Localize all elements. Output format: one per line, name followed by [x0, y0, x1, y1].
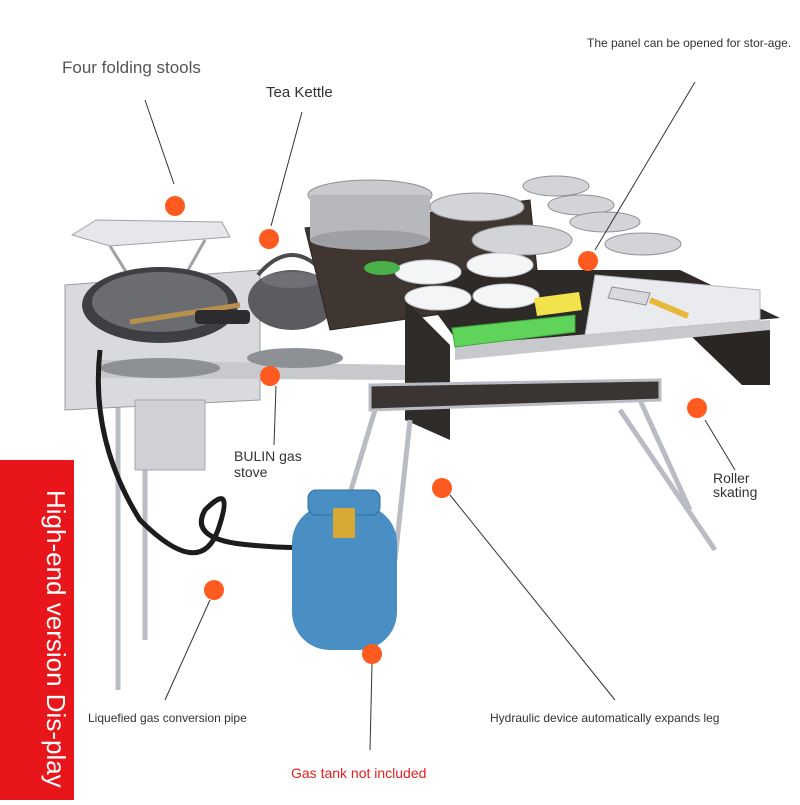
- bowls: [394, 252, 540, 311]
- marker-panel: [578, 251, 598, 271]
- marker-hydraulic: [432, 478, 452, 498]
- label-hydraulic-leg: Hydraulic device automatically expands l…: [490, 711, 720, 725]
- main-table-frame: [342, 378, 718, 561]
- marker-roller: [687, 398, 707, 418]
- marker-gas-tank: [362, 644, 382, 664]
- label-gas-tank-warning: Gas tank not included: [291, 765, 427, 781]
- label-four-folding-stools: Four folding stools: [62, 58, 201, 77]
- tea-kettle: [248, 253, 336, 330]
- frying-pan: [82, 267, 250, 343]
- label-gas-stove: BULIN gas stove: [234, 448, 302, 480]
- plates: [429, 175, 682, 256]
- folding-stool: [70, 219, 231, 279]
- leader-lines: [144, 81, 736, 751]
- marker-pipe: [204, 580, 224, 600]
- label-panel-storage: The panel can be opened for stor-age.: [587, 36, 792, 50]
- gas-hose: [95, 349, 341, 556]
- cooking-pot: [307, 179, 433, 250]
- marker-kettle: [259, 229, 279, 249]
- label-gas-pipe: Liquefied gas conversion pipe: [88, 711, 247, 725]
- annotation-markers: [165, 196, 707, 664]
- gas-stove: [100, 348, 343, 378]
- version-banner: High-end version Dis-play: [0, 460, 74, 800]
- gas-tank: [292, 489, 397, 650]
- marker-stove: [260, 366, 280, 386]
- banner-text: High-end version Dis-play: [41, 490, 71, 788]
- knife: [607, 286, 690, 319]
- green-tray: [364, 261, 582, 348]
- marker-stools: [165, 196, 185, 216]
- label-roller-skating: Roller skating: [713, 470, 758, 500]
- label-tea-kettle: Tea Kettle: [266, 84, 333, 101]
